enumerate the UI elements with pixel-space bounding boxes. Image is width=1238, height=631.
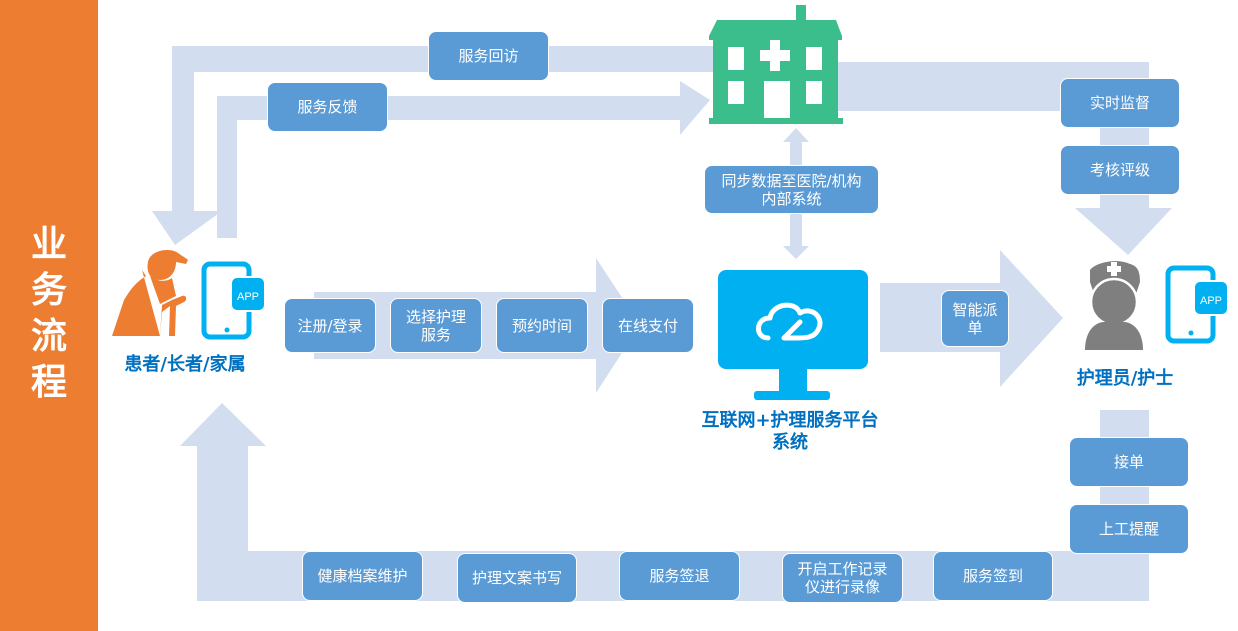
sidebar-title-char: 业: [30, 224, 67, 265]
arrow-service-return: [180, 403, 1149, 601]
sidebar-title-char: 流: [30, 316, 67, 357]
step-online-payment[interactable]: 在线支付: [602, 298, 694, 353]
patient-label: 患者/长者/家属: [124, 354, 246, 375]
nurse-icon: [1085, 261, 1143, 350]
step-nursing-documentation[interactable]: 护理文案书写: [457, 553, 577, 603]
phone-app-icon: [201, 261, 266, 340]
step-accept-order[interactable]: 接单: [1069, 437, 1189, 487]
elderly-person-icon: [112, 250, 188, 336]
sidebar-title-char: 程: [30, 362, 67, 403]
nurse-label: 护理员/护士: [1076, 368, 1174, 389]
step-service-checkout[interactable]: 服务签退: [619, 551, 740, 601]
phone-app-icon: [1165, 265, 1229, 344]
arrow-service-revisit: [152, 46, 715, 245]
step-service-checkin[interactable]: 服务签到: [933, 551, 1053, 601]
step-work-reminder[interactable]: 上工提醒: [1069, 504, 1189, 554]
app-badge-nurse: APP: [1200, 295, 1222, 307]
hospital-icon: [709, 5, 843, 124]
cloud-monitor-icon: [718, 270, 868, 400]
step-realtime-supervision[interactable]: 实时监督: [1060, 78, 1180, 128]
sidebar-banner: 业 务 流 程: [0, 0, 98, 631]
sidebar-title: 业 务 流 程: [0, 222, 98, 406]
step-health-record[interactable]: 健康档案维护: [302, 551, 423, 601]
step-start-recording[interactable]: 开启工作记录 仪进行录像: [782, 553, 903, 603]
step-select-service[interactable]: 选择护理 服务: [390, 298, 482, 353]
arrow-service-feedback: [217, 81, 710, 238]
step-sync-data[interactable]: 同步数据至医院/机构 内部系统: [704, 165, 879, 214]
step-book-time[interactable]: 预约时间: [496, 298, 588, 353]
platform-label: 互联网+护理服务平台 系统: [701, 410, 879, 453]
step-assessment-rating[interactable]: 考核评级: [1060, 145, 1180, 195]
sidebar-title-char: 务: [30, 270, 67, 311]
step-register-login[interactable]: 注册/登录: [284, 298, 376, 353]
app-badge-patient: APP: [237, 291, 259, 303]
step-smart-dispatch[interactable]: 智能派 单: [941, 290, 1009, 347]
step-service-feedback[interactable]: 服务反馈: [267, 82, 388, 132]
step-service-revisit[interactable]: 服务回访: [428, 31, 549, 81]
